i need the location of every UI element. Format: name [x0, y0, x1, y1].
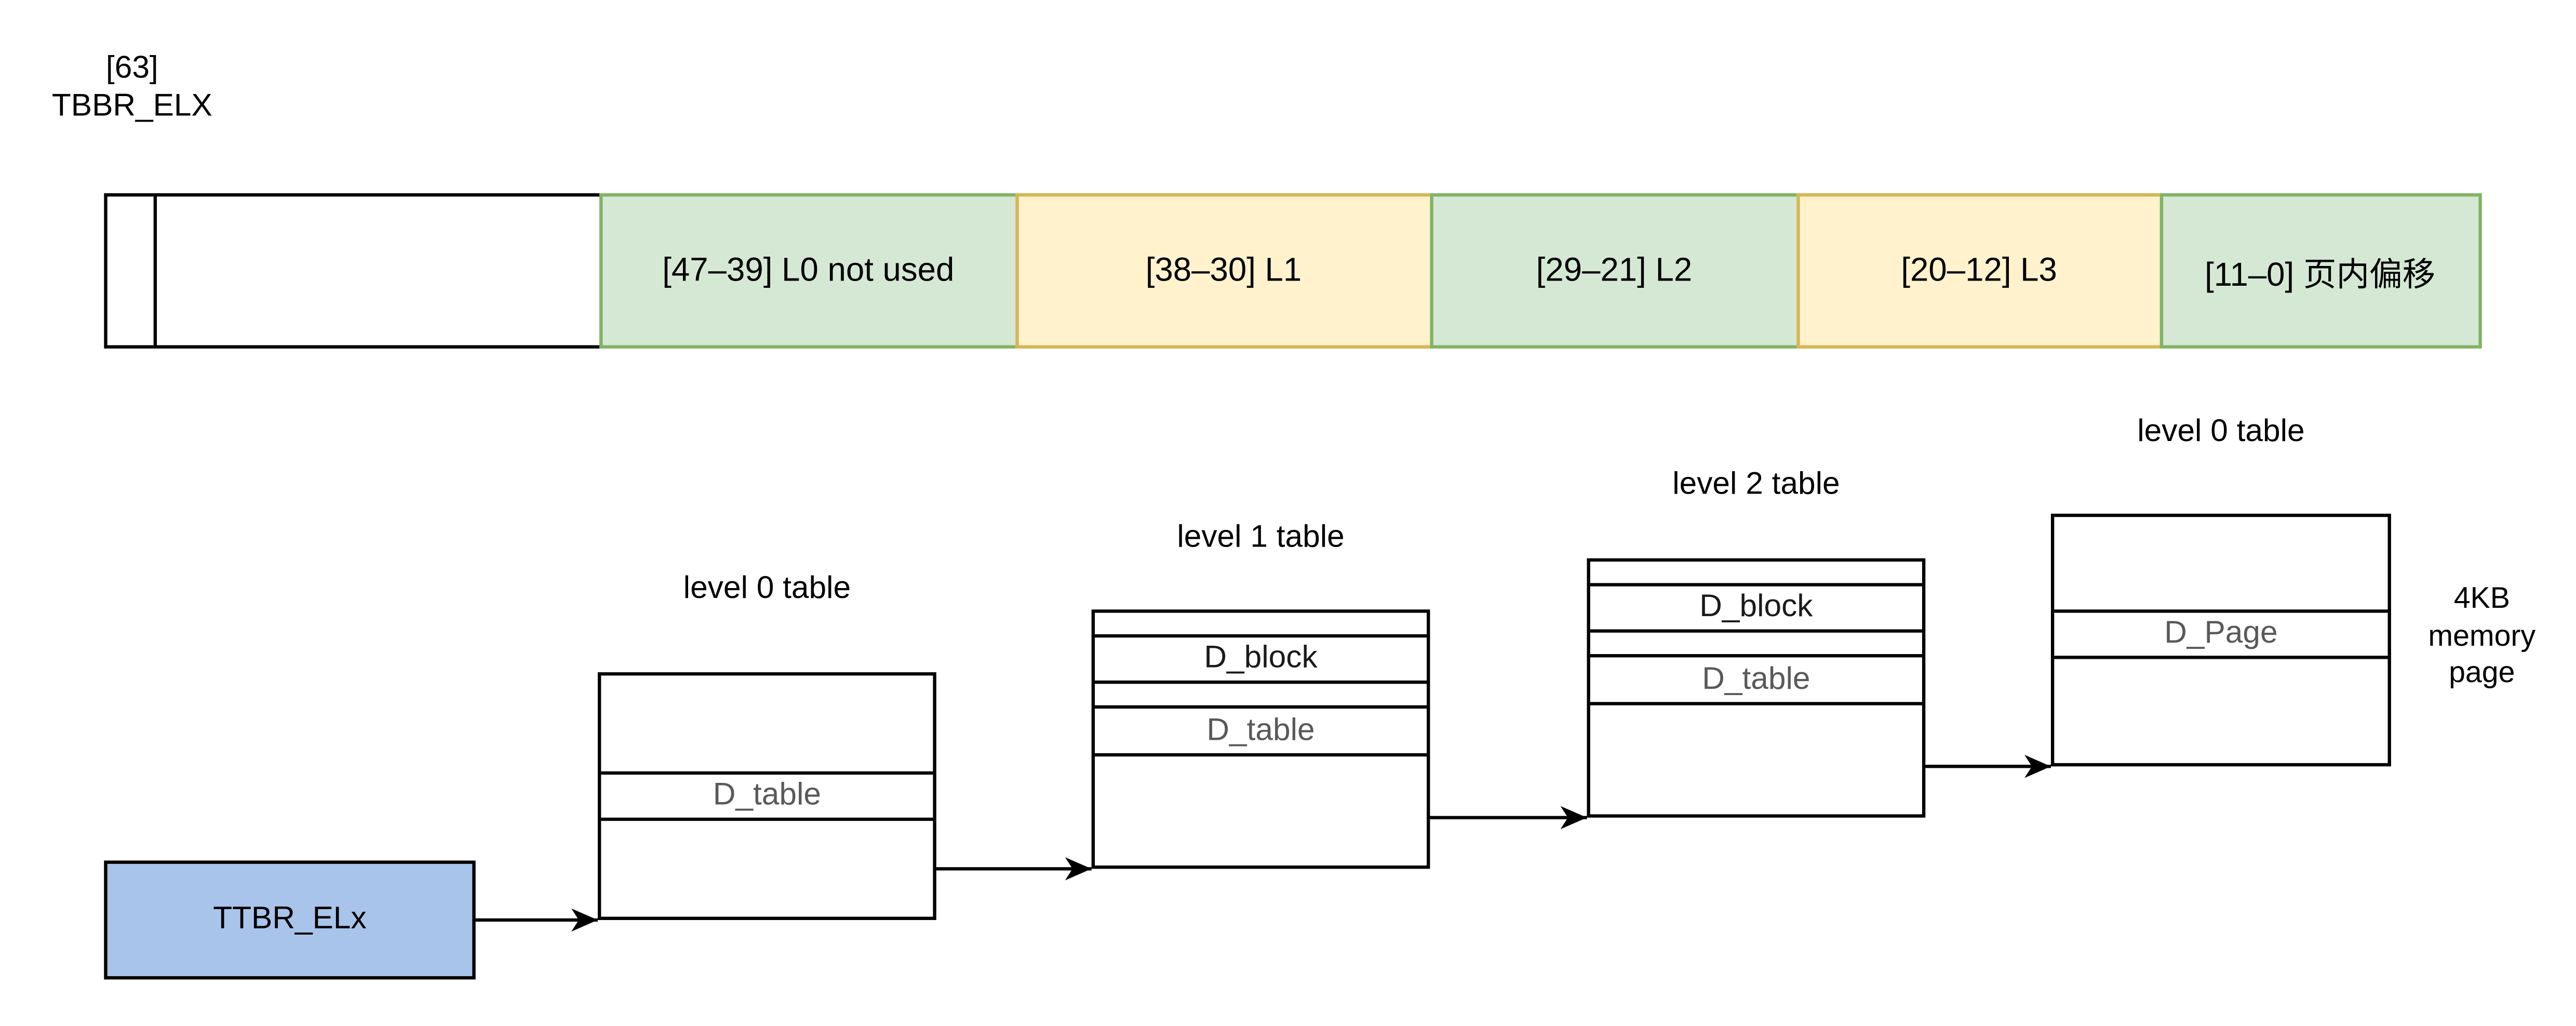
table-row-empty [1095, 680, 1427, 705]
memory-page-line: page [2449, 656, 2515, 689]
memory-page-line: memory [2428, 618, 2536, 652]
table-row-descriptor: D_Page [2054, 609, 2388, 656]
descriptor-label: D_table [1702, 661, 1810, 697]
table-row-empty [2054, 517, 2387, 609]
bar-segment-upper-unused [153, 193, 602, 349]
table-row-empty [1590, 629, 1922, 654]
table-row-descriptor: D_block [1095, 634, 1427, 681]
level1-table-title: level 1 table [1177, 520, 1345, 555]
level3-table-title: level 0 table [2137, 415, 2305, 449]
memory-page-annotation: 4KB memory page [2391, 580, 2573, 691]
arrowhead-icon [571, 908, 598, 932]
level0-table-title: level 0 table [683, 571, 851, 606]
table-row-descriptor: D_table [1095, 705, 1427, 753]
bar-segment-l3-bits: [20–12] L3 [1795, 193, 2163, 349]
arrowhead-icon [1560, 806, 1587, 830]
table-row-empty [1590, 562, 1922, 583]
table-row-empty [601, 817, 933, 917]
register-bit-number: [63] [105, 51, 158, 86]
level1-table: D_block D_table [1091, 609, 1430, 869]
register-bit-label: [63] TBBR_ELX [33, 49, 232, 125]
virtual-address-bar: [47–39] L0 not used [38–30] L1 [29–21] L… [104, 193, 2481, 349]
table-row-descriptor: D_block [1590, 583, 1922, 629]
connector-level1-to-level2 [1430, 816, 1587, 820]
register-name: TBBR_ELX [51, 89, 212, 124]
bar-segment-l0-bits: [47–39] L0 not used [598, 193, 1018, 349]
connector-level2-to-last [1925, 764, 2051, 769]
level2-table: D_block D_table [1587, 558, 1926, 818]
ttbr-register-box: TTBR_ELx [104, 860, 476, 980]
bar-segment-l2-bits: [29–21] L2 [1429, 193, 1800, 349]
descriptor-label: D_table [1206, 712, 1315, 748]
level2-table-title: level 2 table [1672, 467, 1840, 502]
descriptor-label: D_Page [2164, 616, 2278, 651]
level0-table: D_table [597, 672, 936, 920]
ttbr-label: TTBR_ELx [213, 902, 367, 937]
connector-ttbr-to-level0 [475, 918, 598, 922]
table-row-descriptor: D_table [1590, 654, 1922, 702]
table-row-empty [1590, 702, 1922, 814]
table-row-descriptor: D_table [601, 771, 933, 818]
bar-segment-l1-bits: [38–30] L1 [1014, 193, 1433, 349]
table-row-empty [601, 675, 933, 771]
bar-segment-page-offset: [11–0] 页内偏移 [2159, 193, 2481, 349]
arrowhead-icon [1065, 857, 1092, 881]
arrowhead-icon [2024, 755, 2051, 778]
table-row-empty [1095, 613, 1427, 634]
bar-segment-bit63 [104, 193, 156, 349]
table-row-empty [1095, 753, 1427, 865]
memory-page-line: 4KB [2453, 581, 2510, 615]
descriptor-label: D_table [713, 778, 822, 813]
descriptor-label: D_block [1204, 641, 1318, 676]
descriptor-label: D_block [1699, 590, 1813, 624]
table-row-empty [2054, 656, 2388, 763]
connector-level0-to-level1 [936, 867, 1092, 871]
last-level-table: D_Page [2050, 513, 2391, 767]
